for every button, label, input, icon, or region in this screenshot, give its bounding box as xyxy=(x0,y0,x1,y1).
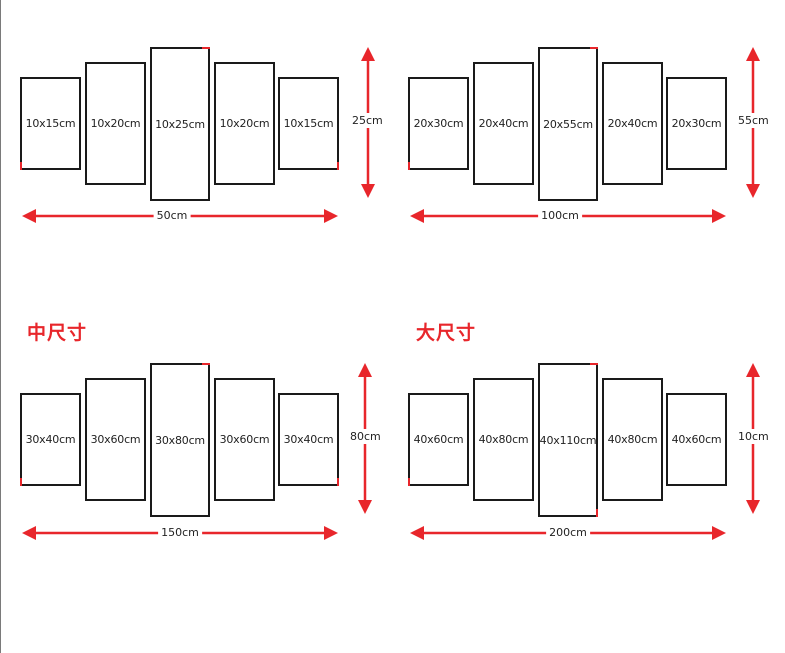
layout-large: 40x60cm 40x80cm 40x110cm 40x80cm 40x60cm… xyxy=(408,361,785,561)
height-arrow-head-bottom xyxy=(361,184,375,198)
dimension-arrows xyxy=(22,363,372,540)
height-arrow-head-bottom xyxy=(746,184,760,198)
panel-label: 40x60cm xyxy=(671,433,722,446)
panel-label: 20x40cm xyxy=(478,117,529,130)
width-label: 200cm xyxy=(546,526,590,539)
panel-label: 10x20cm xyxy=(219,117,270,130)
width-arrow-head-left xyxy=(22,526,36,540)
panel-label: 20x55cm xyxy=(543,117,593,131)
panel-outer-right: 30x40cm xyxy=(278,393,339,486)
panel-label: 30x60cm xyxy=(219,433,270,446)
corner-mark xyxy=(202,363,210,365)
height-label: 25cm xyxy=(352,113,383,128)
panel-outer-left: 30x40cm xyxy=(20,393,81,486)
panel-label: 20x30cm xyxy=(413,117,464,130)
panel-inner-left: 10x20cm xyxy=(85,62,146,185)
width-arrow-head-right xyxy=(712,209,726,223)
dimension-arrows xyxy=(22,47,375,223)
corner-mark xyxy=(408,478,410,486)
corner-mark xyxy=(20,478,22,486)
panel-label: 10x15cm xyxy=(283,117,334,130)
left-border-line xyxy=(0,0,1,653)
size-title-medium: 中尺寸 xyxy=(27,322,88,344)
height-label: 80cm xyxy=(350,429,381,444)
panel-label: 40x80cm xyxy=(607,433,658,446)
corner-mark xyxy=(590,363,598,365)
panel-inner-right: 30x60cm xyxy=(214,378,275,501)
layout-medium: 30x40cm 30x60cm 30x80cm 30x60cm 30x40cm … xyxy=(20,361,400,561)
panel-center: 20x55cm xyxy=(538,47,598,201)
panel-label: 20x40cm xyxy=(607,117,658,130)
panel-center: 40x110cm xyxy=(538,363,598,517)
width-label: 50cm xyxy=(153,209,191,222)
corner-mark xyxy=(590,47,598,49)
panel-inner-left: 20x40cm xyxy=(473,62,534,185)
panel-label: 40x110cm xyxy=(539,433,597,447)
width-arrow-head-right xyxy=(324,209,338,223)
width-label: 100cm xyxy=(538,209,582,222)
corner-mark xyxy=(20,162,22,170)
panel-center: 30x80cm xyxy=(150,363,210,517)
panel-label: 40x60cm xyxy=(413,433,464,446)
width-arrow-head-right xyxy=(324,526,338,540)
panel-outer-left: 10x15cm xyxy=(20,77,81,170)
panel-inner-right: 10x20cm xyxy=(214,62,275,185)
corner-mark xyxy=(408,162,410,170)
panel-label: 10x25cm xyxy=(155,117,205,131)
height-arrow-head-top xyxy=(361,47,375,61)
panel-label: 30x60cm xyxy=(90,433,141,446)
panel-outer-right: 10x15cm xyxy=(278,77,339,170)
layout-small-2: 20x30cm 20x40cm 20x55cm 20x40cm 20x30cm … xyxy=(408,45,785,245)
panel-label: 30x80cm xyxy=(155,433,205,447)
panel-label: 10x15cm xyxy=(25,117,76,130)
panel-outer-left: 20x30cm xyxy=(408,77,469,170)
panel-label: 40x80cm xyxy=(478,433,529,446)
width-label: 150cm xyxy=(158,526,202,539)
corner-mark xyxy=(202,47,210,49)
panel-outer-right: 20x30cm xyxy=(666,77,727,170)
panel-label: 30x40cm xyxy=(25,433,76,446)
panel-label: 20x30cm xyxy=(671,117,722,130)
corner-mark xyxy=(337,162,339,170)
height-arrow-head-top xyxy=(746,47,760,61)
size-title-large: 大尺寸 xyxy=(416,322,477,344)
width-arrow-head-right xyxy=(712,526,726,540)
corner-mark xyxy=(596,509,598,517)
panel-inner-left: 30x60cm xyxy=(85,378,146,501)
panel-label: 10x20cm xyxy=(90,117,141,130)
width-arrow-head-left xyxy=(22,209,36,223)
panel-label: 30x40cm xyxy=(283,433,334,446)
height-arrow-head-top xyxy=(746,363,760,377)
dimension-arrows xyxy=(410,47,760,223)
width-arrow-head-left xyxy=(410,526,424,540)
height-label: 10cm xyxy=(738,429,769,444)
layout-small-1: 10x15cm 10x20cm 10x25cm 10x20cm 10x15cm … xyxy=(20,45,400,245)
panel-inner-right: 20x40cm xyxy=(602,62,663,185)
width-arrow-head-left xyxy=(410,209,424,223)
dimension-arrows xyxy=(410,363,760,540)
height-arrow-head-top xyxy=(358,363,372,377)
panel-inner-left: 40x80cm xyxy=(473,378,534,501)
panel-outer-right: 40x60cm xyxy=(666,393,727,486)
panel-center: 10x25cm xyxy=(150,47,210,201)
corner-mark xyxy=(337,478,339,486)
height-arrow-head-bottom xyxy=(358,500,372,514)
panel-inner-right: 40x80cm xyxy=(602,378,663,501)
panel-outer-left: 40x60cm xyxy=(408,393,469,486)
height-label: 55cm xyxy=(738,113,769,128)
height-arrow-head-bottom xyxy=(746,500,760,514)
